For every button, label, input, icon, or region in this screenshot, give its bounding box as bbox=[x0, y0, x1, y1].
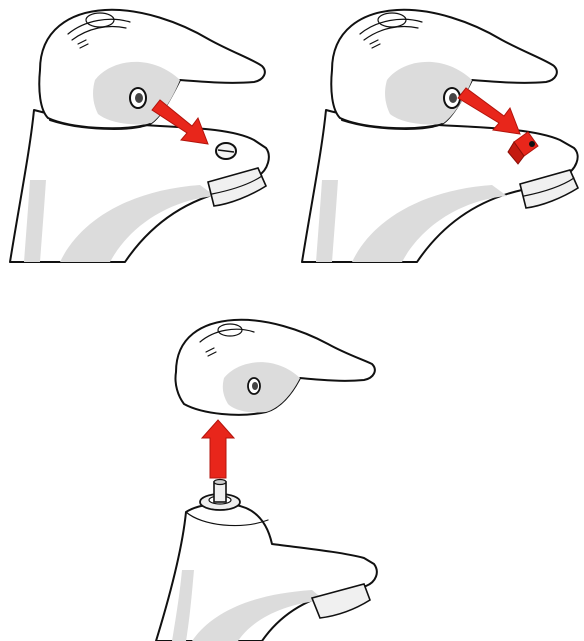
lever-handle bbox=[175, 320, 374, 415]
step-3-lift-off-lever bbox=[142, 312, 442, 641]
step-1-illustration bbox=[0, 0, 292, 270]
step-1-remove-cover-cap bbox=[0, 0, 292, 270]
lever-handle bbox=[39, 10, 265, 129]
cartridge-stem bbox=[214, 480, 226, 503]
screw-cap bbox=[216, 143, 236, 159]
faucet-base bbox=[156, 504, 377, 641]
screw-hole bbox=[130, 88, 146, 108]
step-3-illustration bbox=[142, 312, 442, 641]
direction-arrow-up bbox=[202, 420, 234, 478]
lever-handle bbox=[331, 10, 557, 129]
step-2-illustration bbox=[292, 0, 584, 270]
step-2-loosen-set-screw bbox=[292, 0, 584, 270]
